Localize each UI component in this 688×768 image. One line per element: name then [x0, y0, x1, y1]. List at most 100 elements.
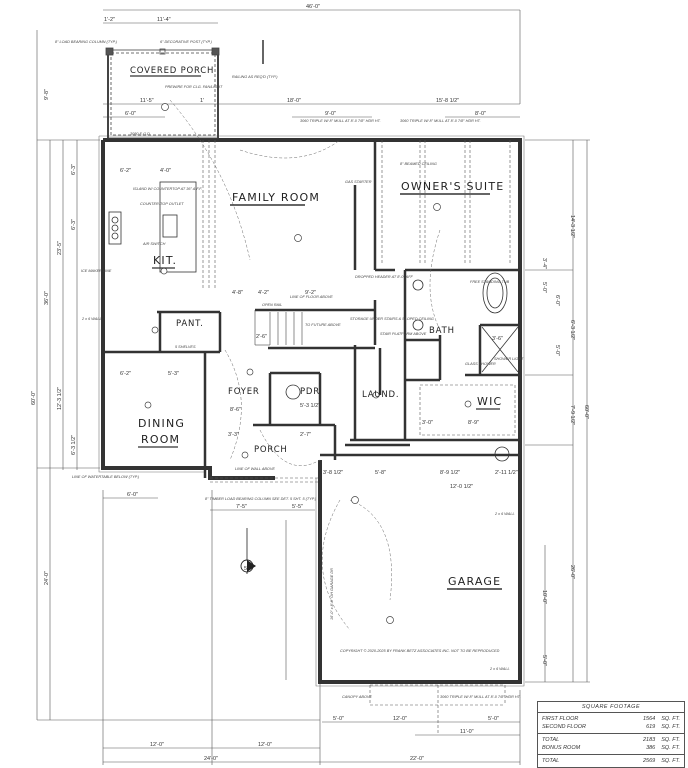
section-marker-icon: 5	[240, 528, 256, 574]
svg-text:7'-5": 7'-5"	[236, 504, 247, 510]
svg-text:SHOWER LIGHT: SHOWER LIGHT	[494, 357, 524, 361]
room-label-foyer: FOYER	[228, 387, 260, 397]
svg-text:8'-9": 8'-9"	[468, 420, 479, 426]
square-footage-title: SQUARE FOOTAGE	[538, 702, 684, 713]
covered-porch-structure	[105, 47, 220, 139]
svg-text:5'-0": 5'-0"	[488, 716, 499, 722]
room-label-powder: PDR	[300, 387, 320, 397]
svg-text:14'-3 1/2": 14'-3 1/2"	[569, 215, 575, 238]
svg-text:8" TIMBER LOAD BEARING COLUMN: 8" TIMBER LOAD BEARING COLUMN SEE DET. 5…	[205, 497, 317, 501]
svg-text:CANOPY ABOVE: CANOPY ABOVE	[342, 695, 372, 699]
svg-text:23'-5": 23'-5"	[57, 241, 63, 255]
dimension-lines	[36, 9, 590, 765]
vertical-dimension-labels-right: 14'-3 1/2" 3'-4" 5'-0" 6'-3 1/2" 6'-0" 5…	[541, 215, 589, 666]
room-label-dining-1: DINING	[138, 417, 185, 430]
svg-text:4'-0": 4'-0"	[160, 168, 171, 174]
svg-text:16'-0" x 8'-0" OH GARAGE DR: 16'-0" x 8'-0" OH GARAGE DR	[330, 568, 334, 620]
room-label-dining-2: ROOM	[141, 433, 180, 446]
svg-text:LINE OF FLOOR ABOVE: LINE OF FLOOR ABOVE	[290, 295, 333, 299]
svg-text:1': 1'	[200, 98, 204, 104]
svg-text:11'-0": 11'-0"	[460, 729, 474, 735]
room-label-garage: GARAGE	[448, 575, 501, 588]
plan-notes: 6" DECORATIVE POST (TYP.) 8" LOAD BEARIN…	[55, 40, 524, 699]
svg-text:3'-0": 3'-0"	[422, 420, 433, 426]
svg-text:22'-0": 22'-0"	[410, 756, 424, 762]
svg-text:5'-0": 5'-0"	[541, 282, 547, 293]
vertical-dimension-labels-left: 9'-8" 6'-3" 6'-3" 23'-5" 36'-0" 60'-0" 1…	[31, 89, 77, 585]
room-label-laundry: LAUND.	[362, 390, 399, 400]
svg-text:3'-6": 3'-6"	[492, 336, 503, 342]
svg-text:10'-0": 10'-0"	[541, 590, 547, 604]
svg-text:5'-0": 5'-0"	[333, 716, 344, 722]
svg-text:LINE OF WATERTABLE BELOW (TYP.: LINE OF WATERTABLE BELOW (TYP.)	[72, 475, 140, 479]
svg-text:18'-0": 18'-0"	[287, 98, 301, 104]
svg-text:DROPPED HEADER AT 8'-0" AFF: DROPPED HEADER AT 8'-0" AFF	[355, 275, 414, 279]
svg-text:OPEN RAIL: OPEN RAIL	[262, 303, 282, 307]
svg-text:8'-0": 8'-0"	[475, 111, 486, 117]
svg-text:LINE OF WALL ABOVE: LINE OF WALL ABOVE	[235, 467, 275, 471]
svg-text:9'-2": 9'-2"	[305, 290, 316, 296]
svg-text:5'-3": 5'-3"	[168, 371, 179, 377]
svg-text:6'-3": 6'-3"	[71, 164, 77, 175]
svg-text:5 SHELVES: 5 SHELVES	[175, 345, 196, 349]
svg-text:TO FUTURE ABOVE: TO FUTURE ABOVE	[305, 323, 341, 327]
svg-text:STORAGE UNDER STAIRS & SLOPED: STORAGE UNDER STAIRS & SLOPED CEILING	[350, 317, 434, 321]
room-label-owners-suite: OWNER'S SUITE	[401, 180, 504, 193]
svg-text:12'-0": 12'-0"	[393, 716, 407, 722]
svg-text:6'-2": 6'-2"	[120, 371, 131, 377]
svg-text:9'-8": 9'-8"	[44, 89, 50, 100]
svg-text:2 x 6 WALL: 2 x 6 WALL	[494, 512, 515, 516]
svg-text:ICE MAKER LINE: ICE MAKER LINE	[81, 269, 112, 273]
svg-text:24'-0": 24'-0"	[44, 571, 50, 585]
svg-text:GAS STARTER: GAS STARTER	[345, 180, 372, 184]
svg-text:6'-0": 6'-0"	[127, 492, 138, 498]
copyright-notice: COPYRIGHT © 2020-2025 BY FRANK BETZ ASSO…	[340, 649, 500, 653]
interior-walls	[103, 140, 520, 478]
svg-text:12'-0 1/2": 12'-0 1/2"	[450, 484, 473, 490]
svg-text:11'-5": 11'-5"	[140, 98, 154, 104]
svg-text:2 x 6 WALL: 2 x 6 WALL	[81, 317, 102, 321]
svg-text:6'-3": 6'-3"	[71, 219, 77, 230]
svg-text:3'-4": 3'-4"	[541, 258, 547, 269]
room-label-covered-porch: COVERED PORCH	[130, 66, 214, 76]
svg-text:60'-0": 60'-0"	[583, 405, 589, 419]
svg-text:6'-3 1/2": 6'-3 1/2"	[569, 320, 575, 340]
svg-text:7'-9 1/2": 7'-9 1/2"	[569, 405, 575, 425]
svg-text:3060 TRIPLE W/ 8" MULL AT 8'-0: 3060 TRIPLE W/ 8" MULL AT 8'-0 7/8" HDR …	[300, 119, 381, 123]
svg-text:36'-0": 36'-0"	[44, 291, 50, 305]
svg-text:1'-2": 1'-2"	[104, 17, 115, 23]
svg-text:4'-8": 4'-8"	[232, 290, 243, 296]
svg-text:3'-3": 3'-3"	[228, 432, 239, 438]
dimension-labels: 46'-0" 1'-2" 11'-4" 11'-5" 1' 18'-0" 15'…	[104, 4, 518, 762]
svg-text:COUNTER-TOP OUTLET: COUNTER-TOP OUTLET	[140, 202, 184, 206]
svg-text:11'-4": 11'-4"	[157, 17, 171, 23]
room-label-bath: BATH	[429, 326, 455, 336]
svg-text:GLASS SHOWER: GLASS SHOWER	[465, 362, 496, 366]
bath-fixtures	[285, 272, 519, 462]
room-label-pantry: PANT.	[176, 319, 204, 329]
svg-text:26'-0": 26'-0"	[569, 565, 575, 579]
svg-text:46'-0": 46'-0"	[306, 4, 320, 10]
svg-text:8" BEAMED CEILING: 8" BEAMED CEILING	[400, 162, 437, 166]
kitchen-fixtures	[108, 181, 197, 273]
svg-text:2 x 6 WALL: 2 x 6 WALL	[489, 667, 510, 671]
svg-text:AIR SWITCH: AIR SWITCH	[142, 242, 166, 246]
svg-text:15'-8 1/2": 15'-8 1/2"	[436, 98, 459, 104]
svg-text:5'-8": 5'-8"	[375, 470, 386, 476]
svg-text:8'-9 1/2": 8'-9 1/2"	[440, 470, 460, 476]
svg-text:6'-0": 6'-0"	[554, 295, 560, 306]
svg-text:8'-6": 8'-6"	[230, 407, 241, 413]
svg-text:3'-8 1/2": 3'-8 1/2"	[323, 470, 343, 476]
svg-text:6" DECORATIVE POST (TYP.): 6" DECORATIVE POST (TYP.)	[160, 40, 213, 44]
svg-text:60'-0": 60'-0"	[31, 391, 37, 405]
svg-text:3060 TRIPLE W/ 8" MULL AT 8'-0: 3060 TRIPLE W/ 8" MULL AT 8'-0 7/8" HDR …	[400, 119, 481, 123]
room-label-porch: PORCH	[254, 445, 288, 455]
svg-text:6'-0": 6'-0"	[125, 111, 136, 117]
